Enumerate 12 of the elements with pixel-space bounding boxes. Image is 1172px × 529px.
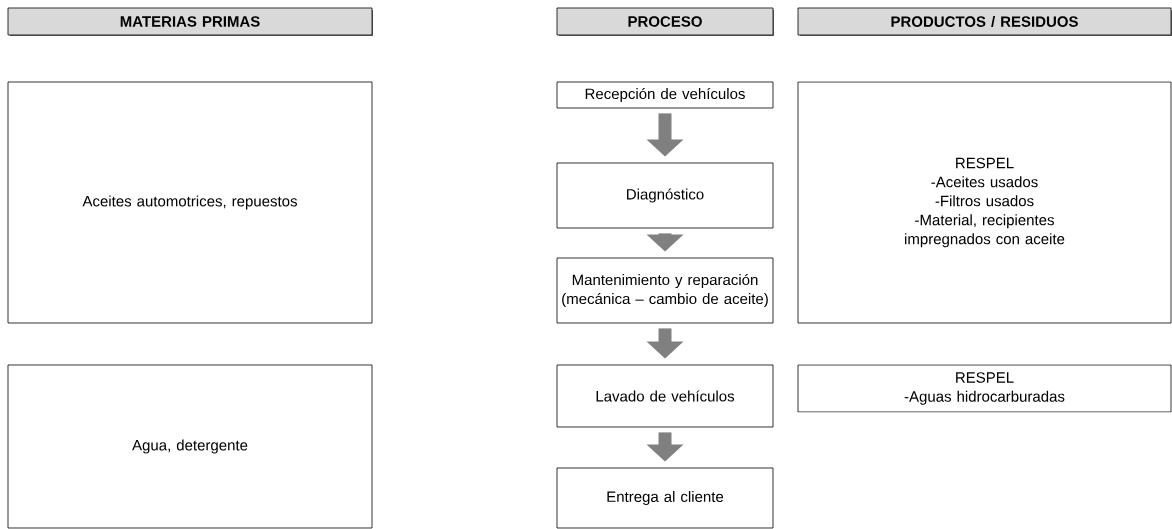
process-box: Agua, detergente [7,364,373,529]
column-header: MATERIAS PRIMAS [7,7,373,36]
process-box: RESPEL -Aguas hidrocarburadas [797,364,1172,413]
process-box: Aceites automotrices, repuestos [7,81,373,324]
process-box: Entrega al cliente [556,467,774,529]
process-box: RESPEL -Aceites usados -Filtros usados -Material, recipientes impregnados con aceite [797,81,1172,324]
column-header: PRODUCTOS / RESIDUOS [797,7,1172,36]
process-box: Diagnóstico [556,162,774,229]
column-header: PROCESO [556,7,774,36]
process-box: Lavado de vehículos [556,364,774,428]
process-box: Mantenimiento y reparación (mecánica – cambio de aceite) [556,257,774,324]
process-box: Recepción de vehículos [556,81,774,109]
